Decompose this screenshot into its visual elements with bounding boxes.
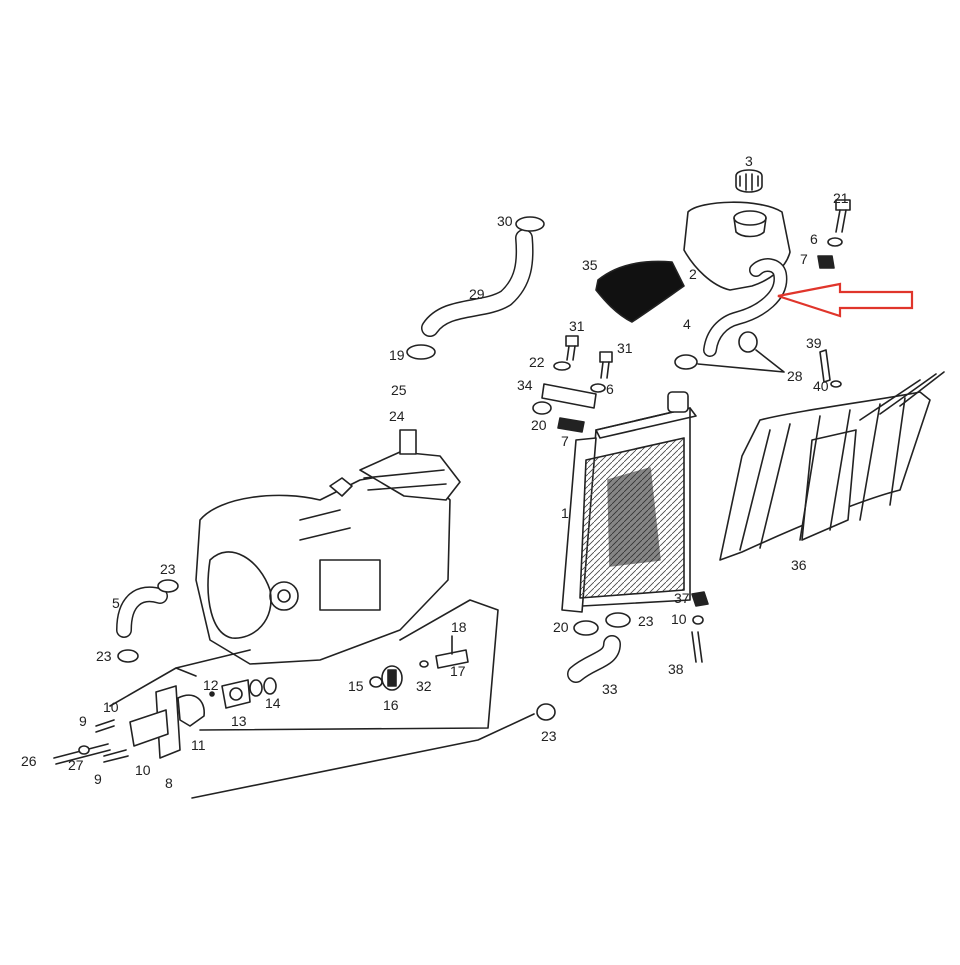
tank-cap [735, 169, 763, 193]
clamps-28 [674, 331, 785, 373]
hose-4 [703, 258, 788, 357]
callout-13: 13 [231, 713, 247, 729]
callout-20-bracket: 20 [531, 417, 547, 433]
callout-10-lower: 10 [135, 762, 151, 778]
hose-33 [567, 612, 631, 683]
bolts-9-26-27 [53, 719, 129, 765]
callout-12: 12 [203, 677, 219, 693]
callout-28: 28 [787, 368, 803, 384]
callout-34: 34 [517, 377, 533, 393]
callout-33: 33 [602, 681, 618, 697]
callout-37: 37 [674, 590, 690, 606]
engine-block [195, 429, 461, 665]
radiator [561, 391, 697, 613]
callout-30: 30 [497, 213, 513, 229]
callout-8: 8 [165, 775, 173, 791]
pump-parts-15-16-17-18 [369, 635, 469, 691]
callout-39: 39 [806, 335, 822, 351]
callout-6: 6 [810, 231, 818, 247]
callout-24: 24 [389, 408, 405, 424]
callout-7: 7 [800, 251, 808, 267]
callout-23-hose: 23 [160, 561, 176, 577]
washer-40 [830, 380, 842, 388]
callout-31-left: 31 [569, 318, 585, 334]
highlight-arrow [777, 282, 914, 318]
callout-20-radiator: 20 [553, 619, 569, 635]
screw-39 [819, 349, 831, 383]
callout-4: 4 [683, 316, 691, 332]
callout-26: 26 [21, 753, 37, 769]
callout-36: 36 [791, 557, 807, 573]
callout-25: 25 [391, 382, 407, 398]
callout-29: 29 [469, 286, 485, 302]
callout-6-bracket: 6 [606, 381, 614, 397]
callout-40: 40 [813, 378, 829, 394]
callout-11: 11 [191, 737, 206, 753]
bracket-hardware [532, 335, 613, 433]
callout-31-right: 31 [617, 340, 633, 356]
callout-14: 14 [265, 695, 281, 711]
callout-2: 2 [689, 266, 697, 282]
callout-19: 19 [389, 347, 405, 363]
leader-lines [109, 599, 535, 799]
callout-32: 32 [416, 678, 432, 694]
callout-5: 5 [112, 595, 120, 611]
callout-23-radiator: 23 [638, 613, 654, 629]
callout-22: 22 [529, 354, 545, 370]
callout-9-lower: 9 [94, 771, 102, 787]
bolt-21 [817, 199, 851, 269]
callout-23-lower: 23 [541, 728, 557, 744]
callout-27: 27 [68, 757, 84, 773]
callout-1: 1 [561, 505, 569, 521]
hardware-37-10-38 [691, 591, 709, 663]
callout-35: 35 [582, 257, 598, 273]
heat-shield-35 [595, 260, 685, 323]
callout-18: 18 [451, 619, 467, 635]
water-outlet-8 [129, 685, 205, 759]
callout-21: 21 [833, 190, 849, 206]
hose-5 [116, 579, 179, 663]
callout-3: 3 [745, 153, 753, 169]
clamp-23-lower [536, 703, 556, 721]
callout-9-upper: 9 [79, 713, 87, 729]
callout-15: 15 [348, 678, 364, 694]
callout-17: 17 [450, 663, 466, 679]
hose-29 [406, 216, 545, 360]
callout-23-pipe: 23 [96, 648, 112, 664]
callout-7-bracket: 7 [561, 433, 569, 449]
radiator-louvre-panel [719, 371, 945, 561]
callout-38: 38 [668, 661, 684, 677]
callout-10-upper: 10 [103, 699, 119, 715]
pump-parts-12-13-14 [209, 677, 277, 709]
callout-16: 16 [383, 697, 399, 713]
callout-10-radiator: 10 [671, 611, 687, 627]
